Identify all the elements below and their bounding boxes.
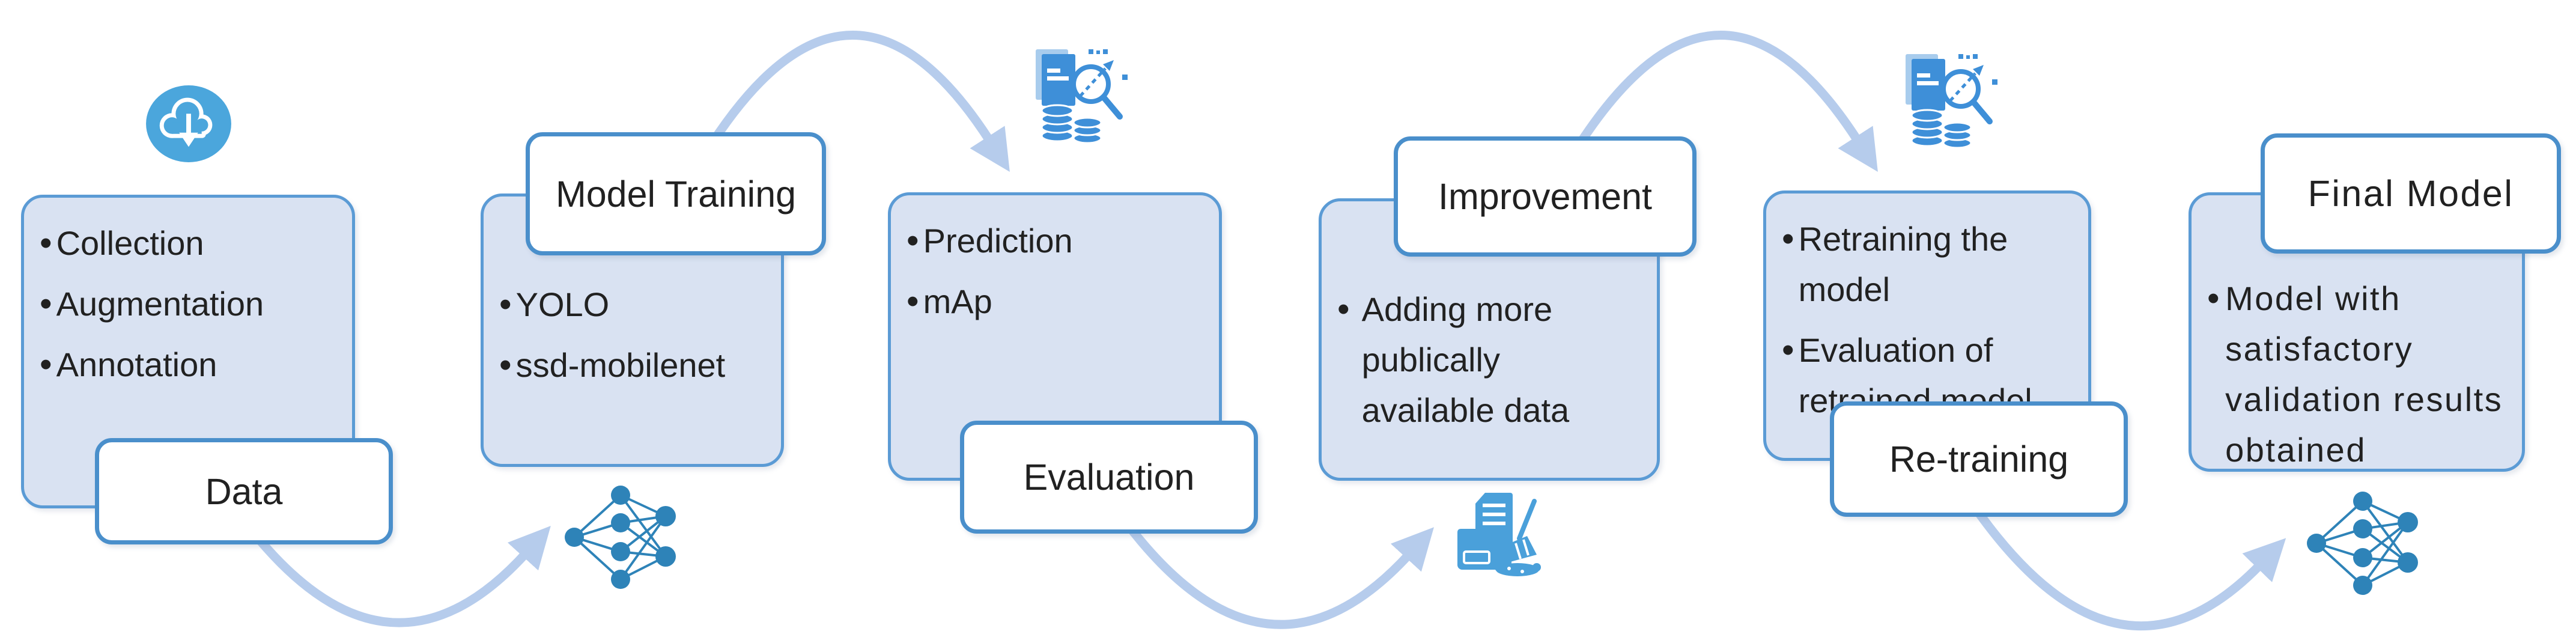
stage-label-model-training: Model Training xyxy=(526,132,826,255)
bullet-text: YOLO xyxy=(515,285,610,323)
stage-label-text: Data xyxy=(205,471,283,512)
bullet-item: •ssd-mobilenet xyxy=(499,340,763,391)
data-analysis-icon xyxy=(1901,52,2004,149)
bullet-dot: • xyxy=(40,345,52,384)
neural-network-icon xyxy=(2306,490,2421,596)
bullet-text: ssd-mobilenet xyxy=(515,346,726,384)
bullet-text: Model with satisfactory validation resul… xyxy=(2225,279,2503,469)
flow-arrow-retraining-to-final xyxy=(1975,511,2286,631)
data-analysis-icon xyxy=(1031,47,1134,144)
bullet-text: Adding more publically available data xyxy=(1361,290,1570,429)
stage-label-improvement: Improvement xyxy=(1394,136,1697,257)
bullet-item: •YOLO xyxy=(499,279,763,330)
bullet-item: •Augmentation xyxy=(40,279,334,329)
bullet-dot: • xyxy=(499,346,512,385)
bullet-item: •Collection xyxy=(40,218,334,269)
bullet-text: Collection xyxy=(56,224,204,262)
flow-arrow-data-to-training xyxy=(236,513,551,627)
stage-label-final-model: Final Model xyxy=(2261,133,2561,254)
bullet-text: mAp xyxy=(923,282,992,320)
bullet-dot: • xyxy=(1337,290,1350,329)
bullet-item: •Model with satisfactory validation resu… xyxy=(2207,273,2504,475)
stage-label-text: Evaluation xyxy=(1023,457,1195,498)
bullet-text: Prediction xyxy=(923,222,1073,260)
bullet-item: •Annotation xyxy=(40,340,334,390)
bullet-item: •mAp xyxy=(907,276,1201,327)
bullet-dot: • xyxy=(40,284,52,323)
stage-label-text: Improvement xyxy=(1438,176,1652,217)
flow-arrow-improvement-to-retraining xyxy=(1552,31,1878,186)
stage-label-evaluation: Evaluation xyxy=(960,421,1258,534)
stage-label-text: Model Training xyxy=(555,173,797,215)
bullet-dot: • xyxy=(40,224,52,263)
bullet-item: •Prediction xyxy=(907,216,1201,266)
bullet-dot: • xyxy=(499,285,512,324)
bullet-dot: • xyxy=(907,282,919,321)
flow-arrow-evaluation-to-improvement xyxy=(1123,520,1435,629)
stage-label-re-training: Re-training xyxy=(1830,401,2128,517)
bullet-dot: • xyxy=(1782,219,1794,258)
bullet-dot: • xyxy=(2207,279,2222,318)
bullet-item: •Retraining the model xyxy=(1782,214,2070,315)
bullet-dot: • xyxy=(1782,331,1794,370)
stage-label-text: Final Model xyxy=(2307,173,2514,214)
bullet-text: Annotation xyxy=(56,346,217,383)
neural-network-icon xyxy=(564,484,679,590)
flow-arrow-training-to-evaluation xyxy=(684,31,1010,186)
bullet-text: Augmentation xyxy=(56,285,264,323)
stage-label-text: Re-training xyxy=(1889,439,2069,480)
bullet-text: Retraining the model xyxy=(1798,220,2008,308)
cloud-download-icon xyxy=(144,84,233,163)
bullet-dot: • xyxy=(907,221,919,260)
bullet-item: • Adding more publically available data xyxy=(1337,284,1639,436)
stage-label-data: Data xyxy=(95,438,393,544)
data-cleaning-icon xyxy=(1451,490,1551,587)
